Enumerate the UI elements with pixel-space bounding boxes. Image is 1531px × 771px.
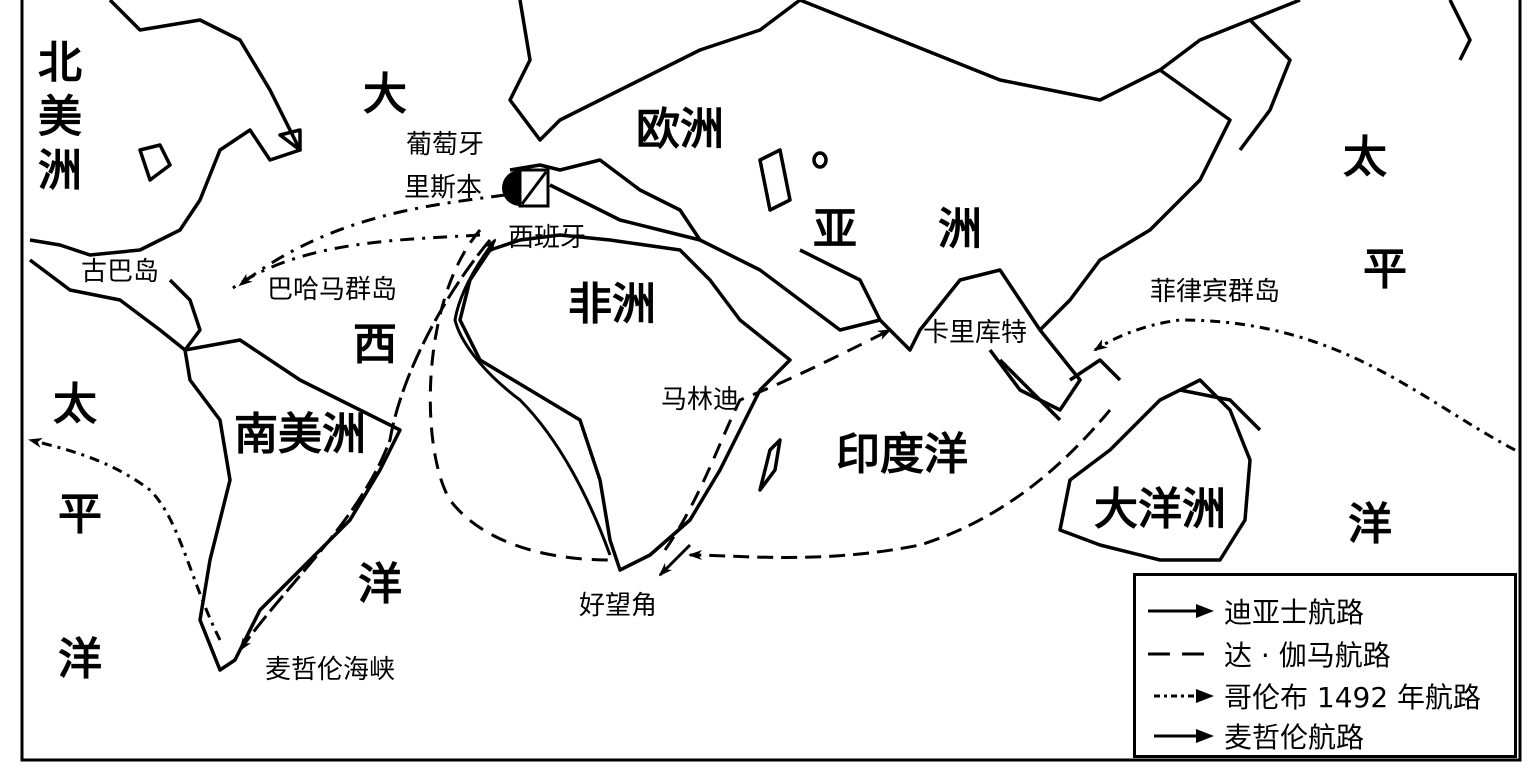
label-africa: 非洲: [568, 279, 656, 330]
label-bahamas: 巴哈马群岛: [266, 275, 398, 305]
legend-label: 麦哲伦航路: [1224, 721, 1365, 754]
label-cape-good-hope: 好望角: [578, 591, 658, 621]
label-cuba: 古巴岛: [80, 257, 160, 287]
label-asia-1: 亚: [813, 204, 857, 255]
label-lisbon: 里斯本: [403, 173, 483, 203]
label-portugal: 葡萄牙: [405, 130, 485, 160]
label-pacific-east-1: 太: [1343, 132, 1387, 183]
label-atlantic-2: 西: [353, 319, 397, 370]
legend-label: 迪亚士航路: [1224, 596, 1365, 629]
label-spain: 西班牙: [507, 223, 587, 253]
routes: [28, 193, 1516, 652]
legend-item-columbus: 哥伦布 1492 年航路: [1146, 676, 1481, 716]
map-frame: [20, 0, 1522, 762]
legend: 迪亚士航路 达 · 伽马航路 哥伦布 1492 年航路 麦哲伦航路: [1133, 573, 1517, 758]
coastlines: [28, 0, 1472, 672]
label-indian-ocean: 印度洋: [836, 429, 968, 480]
route-magellan-indian: [688, 409, 1112, 561]
route-magellan-atlantic: [238, 239, 492, 652]
label-atlantic-1: 大: [363, 69, 407, 120]
route-dias: [453, 238, 612, 556]
legend-item-dias: 迪亚士航路: [1146, 591, 1364, 631]
dash-dot-arrow-icon: [1154, 689, 1214, 703]
label-oceania: 大洋洲: [1094, 484, 1226, 535]
route-magellan-cape: [658, 543, 692, 577]
label-north-america: 北美洲: [30, 39, 81, 201]
label-pacific-west-2: 平: [58, 489, 102, 540]
label-atlantic-3: 洋: [358, 559, 402, 610]
label-calicut: 卡里库特: [922, 318, 1028, 348]
label-asia-2: 洲: [938, 204, 982, 255]
route-da-gama: [428, 229, 611, 562]
legend-item-magellan: 麦哲伦航路: [1146, 716, 1364, 756]
route-da-gama-east: [663, 328, 892, 551]
label-magellan-strait: 麦哲伦海峡: [264, 655, 396, 685]
route-columbus: [238, 193, 506, 287]
solid-arrow-icon: [1154, 729, 1214, 743]
label-europe: 欧洲: [636, 104, 724, 155]
label-malindi: 马林迪: [660, 385, 740, 415]
label-south-america: 南美洲: [234, 409, 366, 460]
label-pacific-east-3: 洋: [1348, 499, 1392, 550]
dashed-line-icon: [1148, 652, 1206, 656]
legend-item-da-gama: 达 · 伽马航路: [1146, 634, 1391, 674]
route-magellan-pacific-west: [28, 438, 222, 641]
legend-label: 达 · 伽马航路: [1224, 639, 1391, 672]
legend-label: 哥伦布 1492 年航路: [1224, 681, 1482, 714]
label-pacific-east-2: 平: [1363, 244, 1407, 295]
label-pacific-west-1: 太: [53, 379, 97, 430]
label-philippines: 菲律宾群岛: [1149, 277, 1281, 307]
solid-arrow-icon: [1148, 604, 1214, 618]
lisbon-marker: [502, 168, 550, 208]
route-magellan-pacific-east: [1093, 318, 1516, 452]
label-pacific-west-3: 洋: [58, 634, 102, 685]
